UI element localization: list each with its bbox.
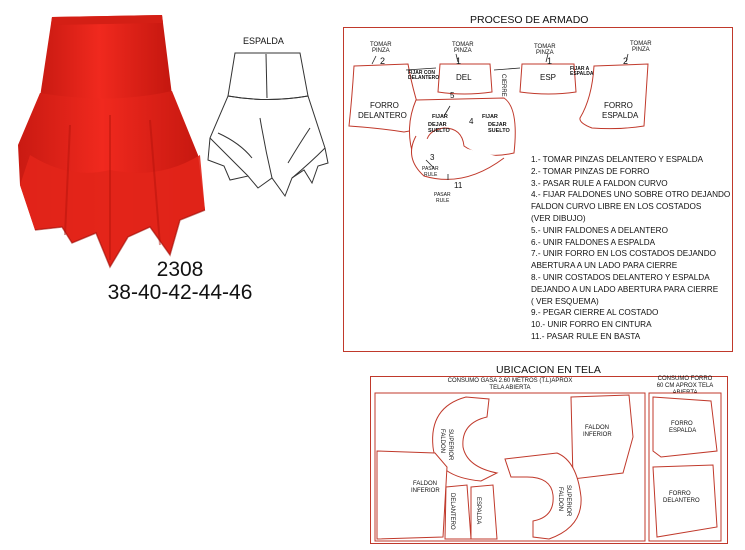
svg-text:SUPERIOR: SUPERIOR [447, 429, 453, 461]
consumo-gasa: CONSUMO GASA 2.60 METROS (T.L)APROX TELA… [447, 378, 573, 391]
forro-espalda-piece [579, 63, 649, 130]
svg-text:PINZA: PINZA [454, 48, 472, 54]
svg-text:DEJAR: DEJAR [488, 122, 507, 128]
svg-text:ESP: ESP [540, 73, 556, 82]
svg-text:INFERIOR: INFERIOR [411, 488, 440, 494]
step-6: 6.- UNIR FALDONES A ESPALDA [531, 237, 656, 247]
step-10: 10.- UNIR FORRO EN CINTURA [531, 320, 652, 330]
svg-text:PASAR: PASAR [422, 166, 439, 172]
svg-text:ESPALDA: ESPALDA [475, 497, 481, 524]
svg-text:SUELTO: SUELTO [488, 128, 511, 134]
svg-text:RULE: RULE [436, 198, 450, 204]
svg-text:ESPALDA: ESPALDA [669, 428, 696, 434]
step-1: 1.- TOMAR PINZAS DELANTERO Y ESPALDA [531, 155, 704, 164]
svg-text:FORRO: FORRO [671, 421, 693, 427]
svg-text:1: 1 [547, 56, 552, 66]
svg-text:FIJAR: FIJAR [482, 114, 498, 120]
svg-text:FIJAR: FIJAR [432, 114, 448, 120]
svg-text:DELANTERO: DELANTERO [408, 75, 439, 81]
tomar-pinza-label-3: TOMAR [534, 44, 556, 50]
model-code: 2308 [156, 258, 204, 281]
svg-text:FALDON: FALDON [557, 487, 563, 511]
svg-text:PINZA: PINZA [536, 50, 554, 56]
svg-text:3: 3 [430, 153, 435, 162]
step-2: 2.- TOMAR PINZAS DE FORRO [531, 166, 650, 176]
svg-text:PINZA: PINZA [632, 47, 650, 53]
svg-text:ESPALDA: ESPALDA [602, 111, 639, 120]
step-7: 7.- UNIR FORRO EN LOS COSTADOS DEJANDO A… [531, 249, 716, 271]
assembly-title: PROCESO DE ARMADO [470, 14, 589, 26]
step-9: 9.- PEGAR CIERRE AL COSTADO [531, 308, 659, 318]
svg-text:ESPALDA: ESPALDA [570, 71, 594, 77]
svg-text:PINZA: PINZA [372, 48, 390, 54]
model-sizes: 38-40-42-44-46 [107, 281, 253, 304]
svg-text:FALDON: FALDON [439, 429, 445, 453]
svg-text:FIJAR A: FIJAR A [570, 66, 590, 72]
svg-text:SUELTO: SUELTO [428, 128, 451, 134]
svg-text:DELANTERO: DELANTERO [449, 493, 455, 530]
svg-text:SUPERIOR: SUPERIOR [565, 485, 571, 517]
svg-text:2: 2 [380, 56, 385, 66]
svg-text:5: 5 [450, 91, 455, 100]
back-view-label: ESPALDA [243, 36, 284, 46]
step-4: 4.- FIJAR FALDONES UNO SOBRE OTRO DEJAND… [531, 190, 731, 223]
skirt-photo [18, 15, 206, 269]
svg-text:2: 2 [623, 56, 628, 66]
tomar-pinza-label-4: TOMAR [630, 41, 652, 47]
delantero-piece [437, 63, 493, 95]
fabric-panel [370, 376, 728, 544]
svg-text:DELANTERO: DELANTERO [358, 111, 407, 120]
svg-text:FALDON: FALDON [413, 481, 437, 487]
fabric-title: UBICACION EN TELA [496, 364, 601, 376]
svg-text:4: 4 [469, 117, 474, 126]
step-11: 11.- PASAR RULE EN BASTA [531, 331, 641, 341]
back-view-sketch [207, 52, 329, 198]
tomar-pinza-label-1: TOMAR [370, 42, 392, 48]
svg-text:FIJAR CON: FIJAR CON [408, 70, 435, 76]
svg-text:DEL: DEL [456, 73, 472, 82]
assembly-panel [343, 27, 733, 352]
svg-text:FORRO: FORRO [604, 101, 633, 110]
assembly-steps: 1.- TOMAR PINZAS DELANTERO Y ESPALDA 2.-… [531, 154, 736, 343]
svg-text:RULE: RULE [424, 172, 438, 178]
step-8: 8.- UNIR COSTADOS DELANTERO Y ESPALDA DE… [531, 272, 719, 306]
svg-text:FORRO: FORRO [669, 491, 691, 497]
svg-text:DELANTERO: DELANTERO [663, 498, 700, 504]
forro-delantero-piece [348, 63, 427, 133]
step-5: 5.- UNIR FALDONES A DELANTERO [531, 225, 668, 235]
svg-text:INFERIOR: INFERIOR [583, 432, 612, 438]
step-3: 3.- PASAR RULE A FALDON CURVO [531, 178, 668, 188]
svg-text:FORRO: FORRO [370, 101, 399, 110]
svg-text:CIERRE: CIERRE [500, 74, 506, 97]
svg-text:PASAR: PASAR [434, 192, 451, 198]
tomar-pinza-label-2: TOMAR [452, 42, 474, 48]
svg-text:DEJAR: DEJAR [428, 122, 447, 128]
svg-text:1: 1 [456, 56, 461, 66]
svg-text:11: 11 [454, 181, 463, 190]
svg-text:FALDON: FALDON [585, 425, 609, 431]
espalda-piece [519, 63, 577, 95]
